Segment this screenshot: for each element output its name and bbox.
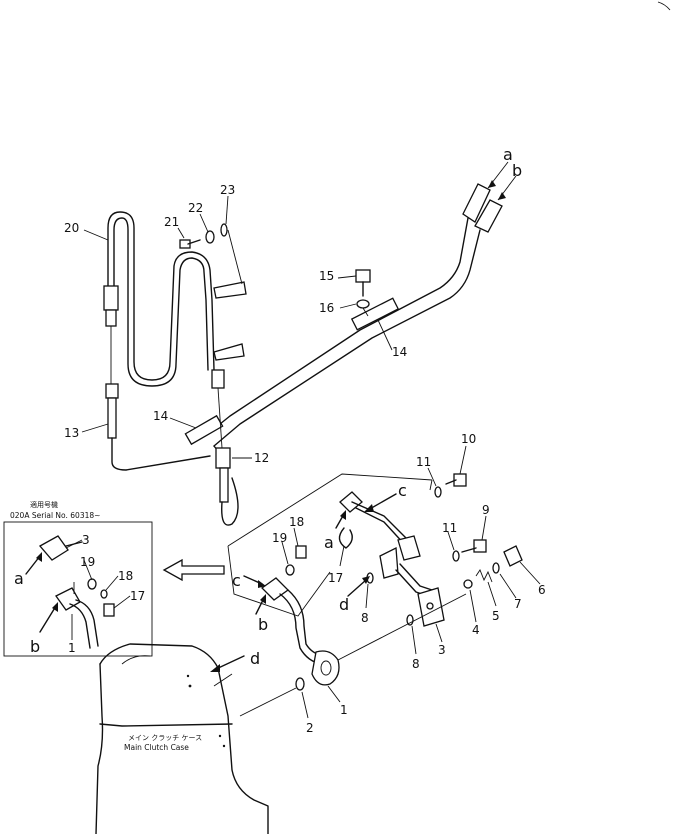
inset-serial: 020A Serial No. 60318~ — [10, 511, 100, 520]
fitting-13 — [107, 397, 117, 439]
inset-washer-18 — [100, 589, 108, 599]
callout-a2: a — [324, 533, 334, 552]
inset-callout-19: 19 — [80, 555, 95, 569]
callout-13: 13 — [64, 426, 79, 440]
case-label-en: Main Clutch Case — [124, 743, 189, 752]
fitting-c-detail — [339, 491, 363, 513]
callout-22: 22 — [188, 201, 203, 215]
inset-washer-19 — [87, 578, 97, 590]
fitting-12 — [215, 447, 231, 469]
inset-nut-17 — [103, 603, 115, 617]
fitting-12-stem — [219, 467, 229, 503]
callout-18-detail: 18 — [289, 515, 304, 529]
bracket-lower — [213, 343, 245, 361]
callout-23: 23 — [220, 183, 235, 197]
fitting-20 — [103, 285, 119, 311]
callout-8-upper: 8 — [361, 611, 369, 625]
leader-lines — [65, 161, 541, 719]
inset-callout-18: 18 — [118, 569, 133, 583]
flange-1 — [311, 650, 340, 686]
callout-b1: b — [512, 161, 522, 180]
clamp-14-lower — [184, 414, 224, 446]
callout-11-upper: 11 — [416, 455, 431, 469]
bolt-9-head — [473, 539, 487, 553]
callout-10: 10 — [461, 432, 476, 446]
fitting-20-nut — [105, 309, 117, 327]
callout-1: 1 — [340, 703, 348, 717]
inset-callout-3: 3 — [82, 533, 90, 547]
callout-9: 9 — [482, 503, 490, 517]
inset-header-jp: 適用号機 — [30, 500, 58, 509]
detail-box-left — [227, 545, 331, 617]
corner-mark — [657, 1, 671, 11]
callout-6: 6 — [538, 583, 546, 597]
inset-callout-a: a — [14, 569, 24, 588]
fitting-mid — [211, 369, 225, 389]
connection-arrows — [25, 180, 506, 672]
callout-19-detail: 19 — [272, 531, 287, 545]
case-label-jp: メイン クラッチ ケース — [128, 734, 202, 742]
fitting-a — [462, 183, 491, 223]
oring-2 — [295, 677, 305, 691]
main-tube-assembly — [184, 183, 503, 526]
inset-parts — [38, 535, 115, 649]
callout-5: 5 — [492, 609, 500, 623]
serpentine-pipe-20 — [103, 211, 247, 471]
callout-d2: d — [250, 649, 260, 668]
callout-4: 4 — [472, 623, 480, 637]
callout-15: 15 — [319, 269, 334, 283]
clamp-14-upper — [350, 297, 400, 331]
bolt-15-head — [355, 269, 371, 283]
callout-14-upper: 14 — [392, 345, 407, 359]
callout-7: 7 — [514, 597, 522, 611]
callout-2: 2 — [306, 721, 314, 735]
nut-18-detail — [295, 545, 307, 559]
callout-c2: c — [232, 571, 241, 590]
callout-17-detail: 17 — [328, 571, 343, 585]
bracket-upper — [213, 281, 247, 299]
callout-14-lower: 14 — [153, 409, 168, 423]
callout-a1: a — [503, 145, 513, 164]
washer-23 — [220, 223, 228, 237]
fitting-b — [474, 199, 503, 233]
flange-small — [379, 546, 399, 579]
callout-12: 12 — [254, 451, 269, 465]
washer-11-upper — [434, 486, 442, 498]
washer-22 — [205, 230, 215, 244]
inset-callout-1: 1 — [68, 641, 76, 655]
inset-callout-b: b — [30, 637, 40, 656]
inset-fitting-3 — [38, 535, 69, 561]
callout-11-lower: 11 — [442, 521, 457, 535]
callout-16: 16 — [319, 301, 334, 315]
elbow-block — [397, 535, 421, 561]
fitting-13-nut — [105, 383, 119, 399]
callout-8-lower: 8 — [412, 657, 420, 671]
ball-4 — [463, 579, 473, 589]
callout-21: 21 — [164, 215, 179, 229]
inset-callout-17: 17 — [130, 589, 145, 603]
callout-b2: b — [258, 615, 268, 634]
washer-7 — [492, 562, 500, 574]
callout-3: 3 — [438, 643, 446, 657]
detail-pointer-arrow — [162, 558, 225, 582]
washer-19-detail — [285, 564, 295, 576]
callout-20: 20 — [64, 221, 79, 235]
callout-c1: c — [398, 481, 407, 500]
spring-5 — [475, 569, 493, 583]
inset-frame — [3, 521, 153, 657]
washer-16 — [356, 299, 370, 309]
detail-box-top — [227, 473, 433, 547]
washer-11-lower — [452, 550, 460, 562]
plug-6 — [503, 545, 523, 567]
callout-d1: d — [339, 595, 349, 614]
